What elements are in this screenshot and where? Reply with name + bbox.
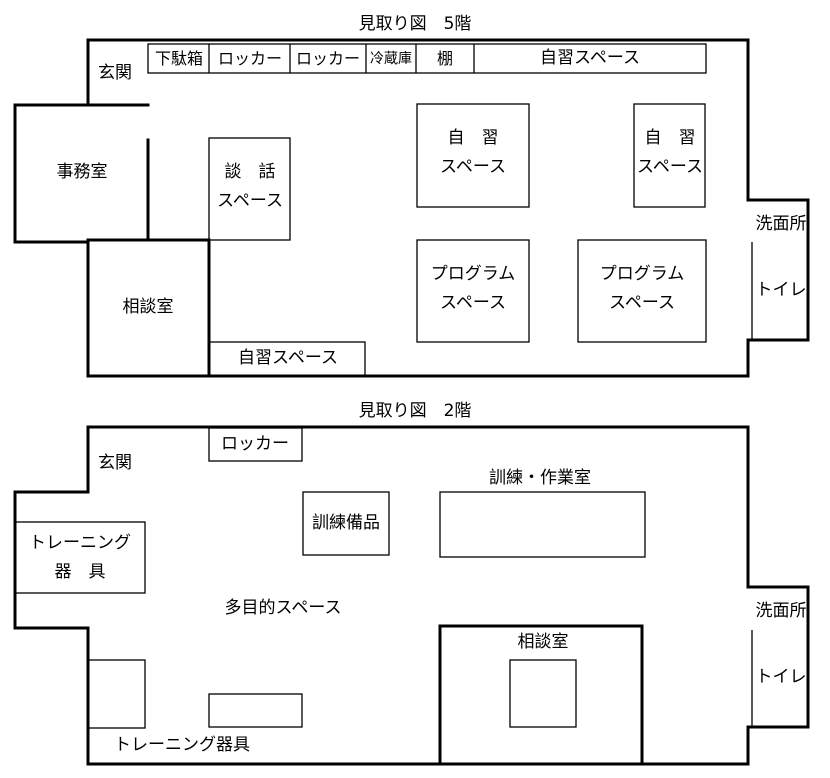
floor2-bottom-center-box xyxy=(208,693,303,728)
floor2-locker-box xyxy=(208,427,303,462)
floor2-supplies-label: 訓練備品 xyxy=(312,513,380,533)
floor2-equipment-box xyxy=(14,521,146,594)
floor2-equipment-bottom-label: トレーニング器具 xyxy=(114,735,250,755)
floor2-plan xyxy=(13,425,810,766)
floor5-title: 見取り図 5階 xyxy=(358,14,472,34)
floor5-cabinet-shoebox: 下駄箱 xyxy=(154,49,204,68)
floor5-consult-label: 相談室 xyxy=(122,297,174,317)
floor5-program-a-box xyxy=(416,239,530,343)
floor2-entrance-label: 玄関 xyxy=(98,453,132,473)
floor5-cabinet-study-space: 自習スペース xyxy=(540,48,640,68)
floor2-training-hall-label: 訓練・作業室 xyxy=(489,468,591,488)
floor2-locker-label: ロッカー xyxy=(221,434,289,454)
floor5-study-bottom-box xyxy=(208,341,366,377)
floor2-consult-wall xyxy=(438,624,644,766)
floor5-program-b-label: プログラムスペース xyxy=(599,264,685,313)
floor2-equipment-label: トレーニング器 具 xyxy=(29,533,131,582)
floor5-study-a-box xyxy=(416,103,530,208)
floor5-plan xyxy=(13,38,810,378)
floor5-talk-space-box xyxy=(208,137,291,241)
floor2-bottom-left-box xyxy=(87,659,146,729)
floor2-washroom-label: 洗面所 xyxy=(755,601,807,621)
floor2-outer-wall xyxy=(13,425,810,766)
floor5-study-a-label: 自 習スペース xyxy=(440,128,506,177)
floor5-program-a-label: プログラムスペース xyxy=(430,264,516,313)
floor5-cabinet-shelf: 棚 xyxy=(436,49,454,68)
floor5-cabinet-row xyxy=(147,43,707,74)
floor5-office-label: 事務室 xyxy=(56,162,108,182)
floor5-talk-space-label: 談 話スペース xyxy=(217,162,283,211)
floor2-consult-label: 相談室 xyxy=(517,632,569,652)
floor5-study-b-label: 自 習スペース xyxy=(637,128,703,177)
floor2-training-hall-box xyxy=(439,491,646,558)
floor5-study-bottom-label: 自習スペース xyxy=(238,348,338,368)
floor5-outer-wall xyxy=(13,38,810,378)
floor2-toilet-label: トイレ xyxy=(755,667,807,687)
floor2-consult-table xyxy=(509,659,577,728)
floor5-study-b-box xyxy=(633,103,706,208)
floor2-title: 見取り図 2階 xyxy=(358,401,472,421)
floor2-multi-space-label: 多目的スペース xyxy=(224,598,342,618)
floor5-cabinet-locker-1: ロッカー xyxy=(217,49,283,68)
floor5-entrance-label: 玄関 xyxy=(98,63,132,83)
floor5-toilet-label: トイレ xyxy=(755,280,807,300)
floor5-cabinet-fridge: 冷蔵庫 xyxy=(370,51,412,67)
floor5-washroom-label: 洗面所 xyxy=(755,214,807,234)
floor5-cabinet-locker-2: ロッカー xyxy=(295,49,361,68)
floor2-supplies-box xyxy=(302,491,390,556)
floor5-program-b-box xyxy=(577,239,707,343)
